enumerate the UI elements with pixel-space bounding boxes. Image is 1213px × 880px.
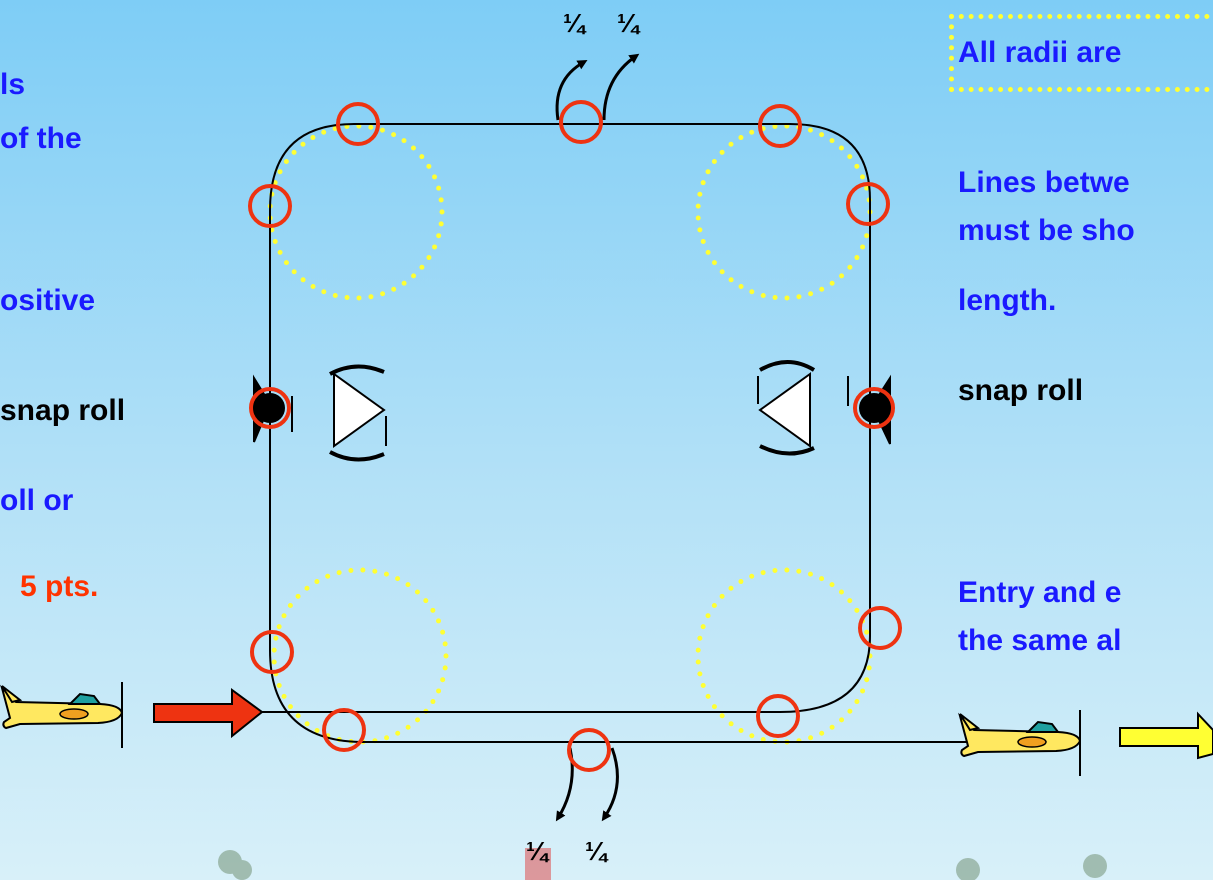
roll-mark-top-left: ¼	[563, 8, 585, 38]
quarter-roll-arrow-top-right	[602, 53, 640, 121]
snap-point-right	[859, 393, 889, 423]
flight-path	[262, 123, 1075, 743]
radius-guide-top-right	[695, 123, 873, 301]
lines-note-line-3: length.	[958, 284, 1057, 317]
right-note-snap-roll: snap roll	[958, 374, 1084, 407]
radius-guides	[267, 123, 873, 745]
entry-note-line-2: the same al	[958, 624, 1122, 657]
radius-guide-bottom-left	[271, 567, 449, 745]
lines-note-line-2: must be sho	[958, 214, 1135, 247]
entry-note-line-1: Entry and e	[958, 576, 1122, 609]
airplane-icon	[959, 709, 1081, 777]
quarter-roll-arrow-bottom-right	[601, 747, 619, 822]
left-note-snap-roll: snap roll	[0, 394, 126, 427]
roll-mark-bottom-left: ¼	[526, 836, 548, 866]
lines-note-line-1: Lines betwe	[958, 166, 1130, 199]
roll-mark-bottom-right: ¼	[585, 836, 607, 866]
scenery	[218, 848, 1107, 880]
radius-guide-bottom-right	[695, 567, 873, 745]
left-note-line-3: ositive	[0, 284, 96, 317]
airplane-icon	[1, 681, 123, 749]
left-note-line-2: of the	[0, 122, 82, 155]
radii-note-box	[949, 14, 1213, 92]
left-note-line-1: ls	[0, 68, 26, 101]
quarter-roll-arrow-top-left	[555, 60, 588, 121]
radius-guide-top-left	[267, 123, 445, 301]
snap-point-left	[255, 393, 285, 423]
judging-points	[248, 100, 902, 772]
score-text: 5 pts.	[20, 570, 99, 603]
arrow-right-icon	[1119, 711, 1213, 760]
arrow-right-icon	[153, 688, 264, 739]
radii-note: All radii are	[958, 36, 1122, 69]
left-note-line-5: oll or	[0, 484, 74, 517]
roll-mark-top-right: ¼	[617, 8, 639, 38]
